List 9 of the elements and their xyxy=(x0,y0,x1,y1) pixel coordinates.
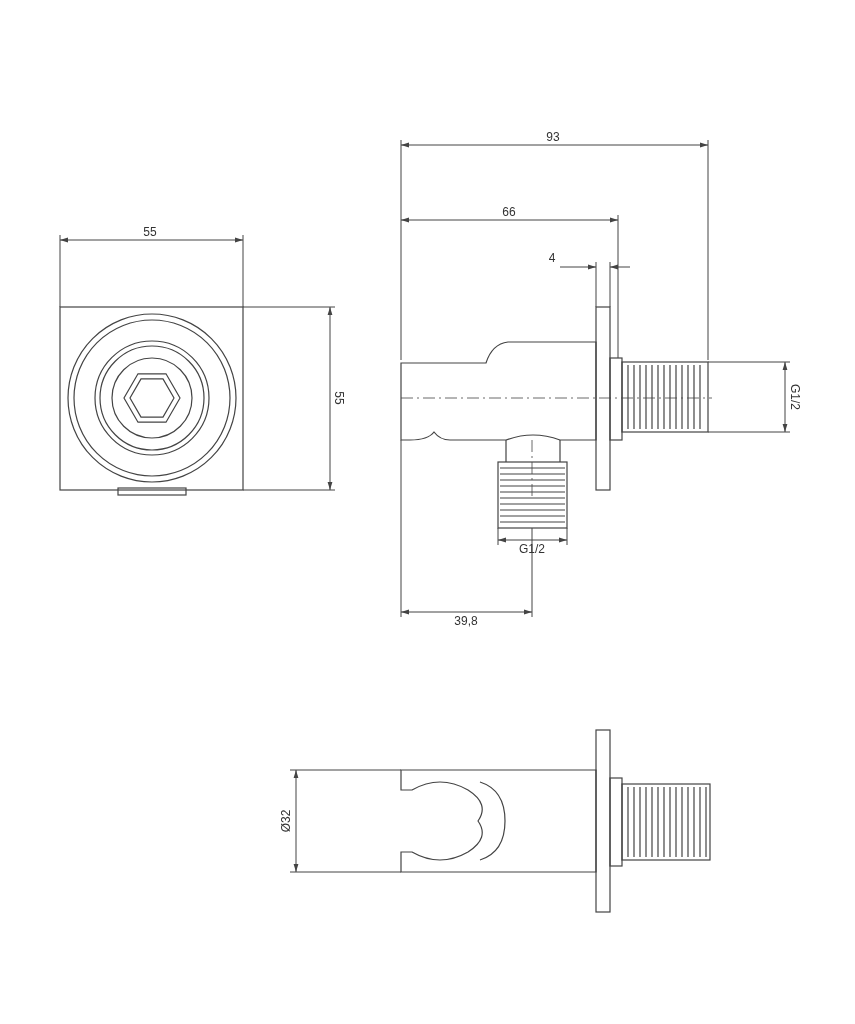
dimension-label: 4 xyxy=(548,251,556,265)
dimension-label: Ø32 xyxy=(279,809,293,833)
dimension-label: G1/2 xyxy=(519,542,545,556)
dimension-label: 66 xyxy=(502,205,516,219)
dimension-label: 39,8 xyxy=(454,614,478,628)
dimension-label: 55 xyxy=(143,225,157,239)
dimension-label: G1/2 xyxy=(788,384,802,410)
dimension-label: 93 xyxy=(546,130,560,144)
dimension-label: 55 xyxy=(332,391,346,405)
